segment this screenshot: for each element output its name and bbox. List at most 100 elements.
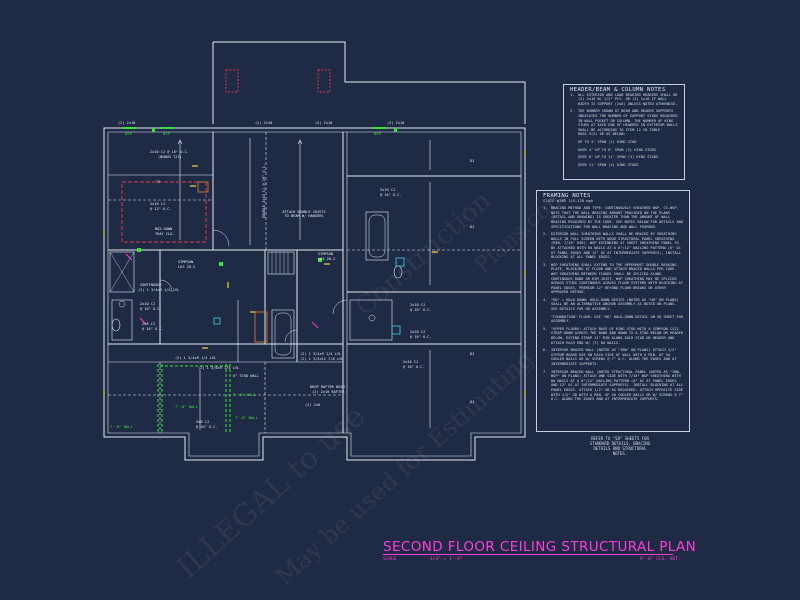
toilet-2 [111, 318, 121, 332]
joist-label: @ 12" O.C. [150, 207, 172, 211]
note-item: OVER 11' SPAN (4) KING STUDS [570, 163, 678, 168]
note-item: 3.WSP SHEATHING SHALL EXTEND TO THE UPPE… [543, 263, 683, 295]
note-number [570, 140, 578, 145]
note-item: 2.THE NUMBER SHOWN AT BEAM AND HEADER SU… [570, 109, 678, 137]
shower-left [109, 251, 135, 293]
scale-value: 1/4" = 1'-0" [430, 557, 463, 562]
roof-vent-2 [317, 69, 331, 93]
stud-wall-label: 6" STUD WALL [233, 374, 259, 378]
cj-label: 2x10 CJ [403, 360, 419, 364]
note-text: BRACING METHOD AND TYPE: CONTINUOUSLY SH… [551, 206, 683, 229]
wall-height-label: 7'-8" WALL [235, 415, 258, 420]
note-number: 2. [543, 232, 548, 237]
simpson-label: LUS 28-2 [318, 257, 336, 261]
box-down-label: BOX DOWN [155, 227, 173, 231]
tub-mid-inner [274, 312, 292, 356]
beam-label: 2x10 CJ @ 16" O.C. [150, 150, 189, 154]
note-item: 4."HD" = HOLD DOWN: HOLD-DOWN DEVICE (NO… [543, 298, 683, 312]
drop-beam-label: DROP RAFTER BEAM [310, 385, 345, 389]
cj-label: 2x10 CJ [380, 188, 396, 192]
beam-label: (BONUS TJI) [158, 155, 182, 159]
cj-label: @ 16" O.C. [196, 425, 218, 429]
note-text: "FOUNDATION" FLOOR: USE "HD" HOLD-DOWN D… [551, 314, 683, 324]
wall-height-label: 7'-8" WALL [175, 404, 198, 409]
sink-2 [118, 300, 126, 308]
exterior-wall [103, 127, 526, 461]
note-number: 1. [543, 206, 548, 211]
note-text: WSP SHEATHING SHALL EXTEND TO THE UPPERM… [551, 262, 683, 295]
dj-label: DJ [470, 400, 475, 404]
note-number: 1. [570, 92, 575, 97]
header-label: (2) 2x10 [387, 121, 405, 125]
rafter-label: (2) 2x8 [305, 403, 321, 407]
cj-label: 2x10 CJ [410, 330, 426, 334]
lvl-label: (2) 1 3/4x9 1/4 LVL [300, 352, 342, 356]
note-text: THE NUMBER SHOWN AT BEAM AND HEADER SUPP… [578, 109, 678, 137]
toilet-1 [393, 265, 403, 279]
note-item: UP TO 4' SPAN (1) KING STUD [570, 140, 678, 145]
cj-label: @ 16" O.C. [140, 307, 162, 311]
wall-height-label: 7'-8" WALL [233, 392, 256, 397]
wall-height-label: 7'-8" WALL [110, 424, 133, 429]
note-number: 3. [543, 262, 548, 267]
note-number: 7. [543, 369, 548, 374]
note-number [570, 163, 578, 168]
note-text: OVER 8' UP TO 11' SPAN (3) KING STUDS [578, 155, 659, 160]
scale-label: SCALE [383, 557, 397, 562]
cj-label: @ 16" O.C. [410, 308, 432, 312]
lvl-label: (2) 1 3/4x9 1/4 LVL [175, 356, 217, 360]
note-text: EXTERIOR WALL SHEATHING WALLS SHALL BE B… [551, 232, 681, 260]
header-label: (2) 2x10 [315, 121, 333, 125]
note-text: ALL EXTERIOR AND LOAD BEARING HEADERS SH… [578, 92, 678, 106]
note-number: 6. [543, 348, 548, 353]
note-text: "UPPER FLOORS: ATTACH BASE OF KING STUD … [551, 326, 683, 345]
note-text: OVER 11' SPAN (4) KING STUDS [578, 162, 639, 167]
note-text: INTERIOR BRACED WALL (NOTED STRUCTURAL P… [551, 369, 683, 402]
dsp-label: DSP [374, 131, 381, 136]
note-item: 2.EXTERIOR WALL SHEATHING WALLS SHALL BE… [543, 232, 683, 260]
dsp-label: DSP [163, 131, 170, 136]
note-number [570, 148, 578, 153]
cj-label: 2x8 CJ [142, 322, 155, 326]
note-item: OVER 4' UP TO 8' SPAN (2) KING STUDS [570, 148, 678, 153]
note-number: 5. [543, 326, 548, 331]
vanity-left [111, 299, 133, 341]
note-text: INTERIOR BRACED WALL (NOTED AS "IBW" ON … [551, 348, 677, 366]
continuous-lvl-label: (2) 1 3/4x9 1/4 LVL [138, 288, 180, 292]
cj-label: @ 16" O.C. [403, 365, 425, 369]
cj-label: 2x10 CJ [140, 302, 156, 306]
lvl-label: (2) 1 3/4x9 1/4 LVL [198, 366, 240, 370]
note-number: 2. [570, 109, 575, 114]
note-text: "HD" = HOLD DOWN: HOLD-DOWN DEVICE (NOTE… [551, 297, 679, 312]
note-item: "FOUNDATION" FLOOR: USE "HD" HOLD-DOWN D… [543, 315, 683, 324]
note-item: 5."UPPER FLOORS: ATTACH BASE OF KING STU… [543, 327, 683, 345]
ceiling-height: 9'-0" CLG. HGT. [640, 557, 681, 562]
note-text: UP TO 4' SPAN (1) KING STUD [578, 139, 637, 144]
stair [267, 251, 295, 275]
dsp-label: DSP [125, 131, 132, 136]
lvl-label: (2) 1 3/4x11 7/8 LVL [300, 357, 344, 361]
vanity-right [349, 299, 393, 341]
simpson-label: SIMPSON [178, 260, 194, 264]
framing-notes-title: FRAMING NOTES [543, 193, 591, 199]
dj-label: DJ [470, 352, 475, 356]
note-item: 1.ALL EXTERIOR AND LOAD BEARING HEADERS … [570, 93, 678, 107]
title-underline [383, 554, 673, 555]
note-item: 7.INTERIOR BRACED WALL (NOTED STRUCTURAL… [543, 370, 683, 402]
roof-outline [213, 41, 526, 124]
plan-title: SECOND FLOOR CEILING STRUCTURAL PLAN [383, 539, 697, 555]
cj-label: 2x8 CJ [196, 420, 209, 424]
note-item: 1.BRACING METHOD AND TYPE: CONTINUOUSLY … [543, 206, 683, 229]
header-beam-notes: HEADER/BEAM & COLUMN NOTES 1.ALL EXTERIO… [563, 84, 685, 180]
tj-label: TJ [156, 180, 161, 184]
box-down-label: TRAY CLG. [155, 232, 175, 236]
cj-label: @ 16" O.C. [410, 335, 432, 339]
continuous-label: CONTINUOUS [140, 283, 162, 287]
note-text: OVER 4' UP TO 8' SPAN (2) KING STUDS [578, 147, 656, 152]
note-number: 4. [543, 297, 548, 302]
attach-note: ATTACH DOUBLE JOISTS TO BEAM W/ HANGERS [282, 210, 326, 219]
tray-ceiling [121, 181, 207, 243]
joist-label: 2x10 CJ [150, 202, 166, 206]
